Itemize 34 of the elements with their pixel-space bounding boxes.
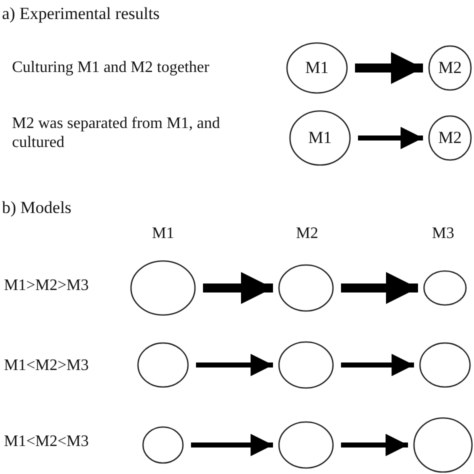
ellipse-node [289, 110, 351, 166]
panel-heading: b) Models [2, 198, 72, 217]
ellipse-node [428, 115, 472, 161]
empty-ellipse [278, 421, 334, 469]
column-header: M2 [296, 224, 320, 243]
row-label: M2 was separated from M1, and cultured [12, 114, 221, 152]
empty-ellipse [413, 417, 473, 473]
arrow [341, 434, 408, 456]
arrow [355, 52, 423, 84]
empty-ellipse [142, 426, 184, 464]
node-label: M1 [305, 58, 329, 78]
row-label: M1<M2<M3 [4, 432, 90, 451]
empty-ellipse [278, 341, 334, 389]
panel-heading: a) Experimental results [2, 4, 161, 23]
node-label: M1 [308, 128, 332, 148]
node-label: M2 [438, 128, 462, 148]
empty-ellipse [423, 270, 467, 306]
ellipse-node [428, 45, 472, 91]
empty-ellipse [278, 264, 334, 312]
ellipse-node [286, 42, 348, 94]
node-label: M2 [438, 58, 462, 78]
arrow [341, 272, 418, 304]
row-label: M1>M2>M3 [4, 276, 90, 295]
arrow [358, 126, 423, 150]
row-label: M1<M2>M3 [4, 356, 90, 375]
arrow [203, 272, 273, 304]
empty-ellipse [137, 342, 189, 388]
column-header: M1 [152, 224, 176, 243]
empty-ellipse [419, 342, 471, 388]
arrow [191, 434, 273, 456]
arrow [341, 354, 414, 376]
empty-ellipse [130, 260, 196, 316]
column-header: M3 [432, 224, 456, 243]
arrow [196, 354, 273, 376]
